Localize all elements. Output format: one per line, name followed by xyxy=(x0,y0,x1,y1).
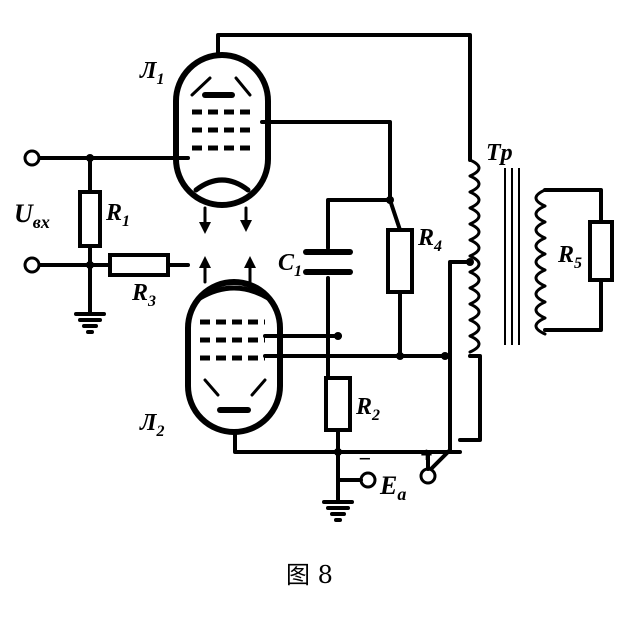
label-r4: R4 xyxy=(417,225,442,255)
label-plus: + xyxy=(420,442,433,467)
label-r1: R1 xyxy=(105,200,130,230)
resistor-r3 xyxy=(108,253,170,277)
resistor-r4 xyxy=(386,228,414,294)
beam-arrows xyxy=(199,206,256,284)
junctions xyxy=(86,154,474,456)
resistor-r1 xyxy=(78,190,102,248)
resistor-r5 xyxy=(588,220,614,282)
tube-l1 xyxy=(173,52,271,208)
label-minus: − xyxy=(358,446,371,471)
input-terminals xyxy=(23,149,41,274)
resistor-r2 xyxy=(324,376,352,432)
label-r2: R2 xyxy=(355,394,380,424)
label-l1: Л1 xyxy=(139,58,164,88)
label-r3: R3 xyxy=(131,280,156,310)
figure-caption: 图 8 xyxy=(286,561,333,589)
capacitor-c1 xyxy=(303,249,353,275)
ground-bottom xyxy=(322,500,354,522)
label-ea: Ea xyxy=(379,471,406,504)
label-uin: Uвх xyxy=(14,199,50,232)
ground-left xyxy=(74,312,106,334)
label-c1: C1 xyxy=(278,250,302,280)
transformer-tp xyxy=(468,158,547,354)
label-tp: Tp xyxy=(486,140,513,166)
label-r5: R5 xyxy=(557,242,582,272)
wiring xyxy=(36,33,482,502)
supply-terminals xyxy=(336,450,437,489)
label-l2: Л2 xyxy=(139,410,164,440)
